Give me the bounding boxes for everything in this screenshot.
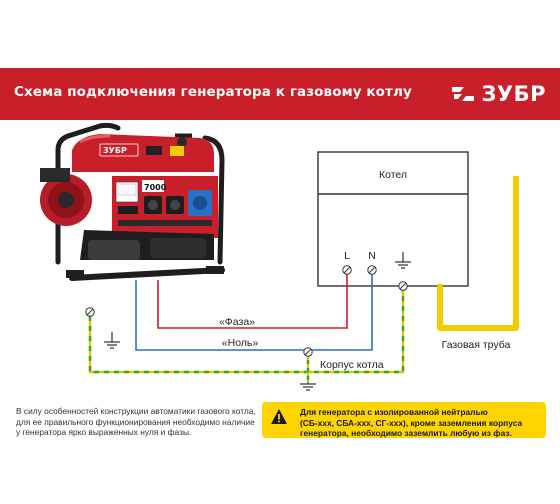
generator-brand-label: ЗУБР: [103, 146, 127, 155]
generator-illustration: ЗУБР 7000: [40, 122, 225, 281]
title-banner: Схема подключения генератора к газовому …: [0, 68, 560, 120]
brand-logo: ЗУБР: [450, 81, 546, 107]
warning-line: Для генератора с изолированной нейтралью: [300, 407, 488, 417]
ground-symbol-icon: [104, 252, 411, 391]
connection-diagram: ЗУБР 7000 Котел Газовая т: [40, 122, 519, 391]
warning-line: (СБ-ххх, СБА-ххх, СГ-ххх), кроме заземле…: [300, 417, 523, 428]
warning-box: Для генератора с изолированной нейтралью…: [262, 402, 546, 438]
warning-icon: [271, 409, 287, 424]
info-text: В силу особенностей конструкции автомати…: [16, 406, 274, 438]
boiler-body-label: Корпус котла: [320, 359, 384, 371]
phase-label: «Фаза»: [219, 316, 255, 328]
info-line: В силу особенностей конструкции автомати…: [16, 406, 256, 416]
boiler-label: Котел: [379, 169, 407, 181]
gas-pipe-label: Газовая труба: [442, 339, 511, 351]
terminal-n-label: N: [368, 250, 376, 262]
phase-wire: [157, 270, 348, 329]
neutral-wire: [135, 270, 373, 351]
info-line: у генератора ярко выраженных нуля и фазы…: [16, 427, 192, 438]
brand-logo-text: ЗУБР: [481, 81, 546, 106]
terminal-l-label: L: [344, 250, 350, 262]
generator-model-label: 7000: [144, 183, 167, 192]
brand-logo-icon: [452, 87, 475, 101]
terminal-icon: [85, 265, 408, 357]
page-title: Схема подключения генератора к газовому …: [14, 84, 412, 100]
neutral-label: «Ноль»: [222, 337, 259, 349]
warning-line: генератора, необходимо заземлить любую и…: [300, 428, 512, 438]
gas-pipe: [437, 176, 519, 331]
info-line: для ее правильного функционирования необ…: [16, 416, 255, 427]
boiler-box: Котел: [317, 151, 469, 287]
warning-text: Для генератора с изолированной нейтралью…: [300, 407, 540, 438]
